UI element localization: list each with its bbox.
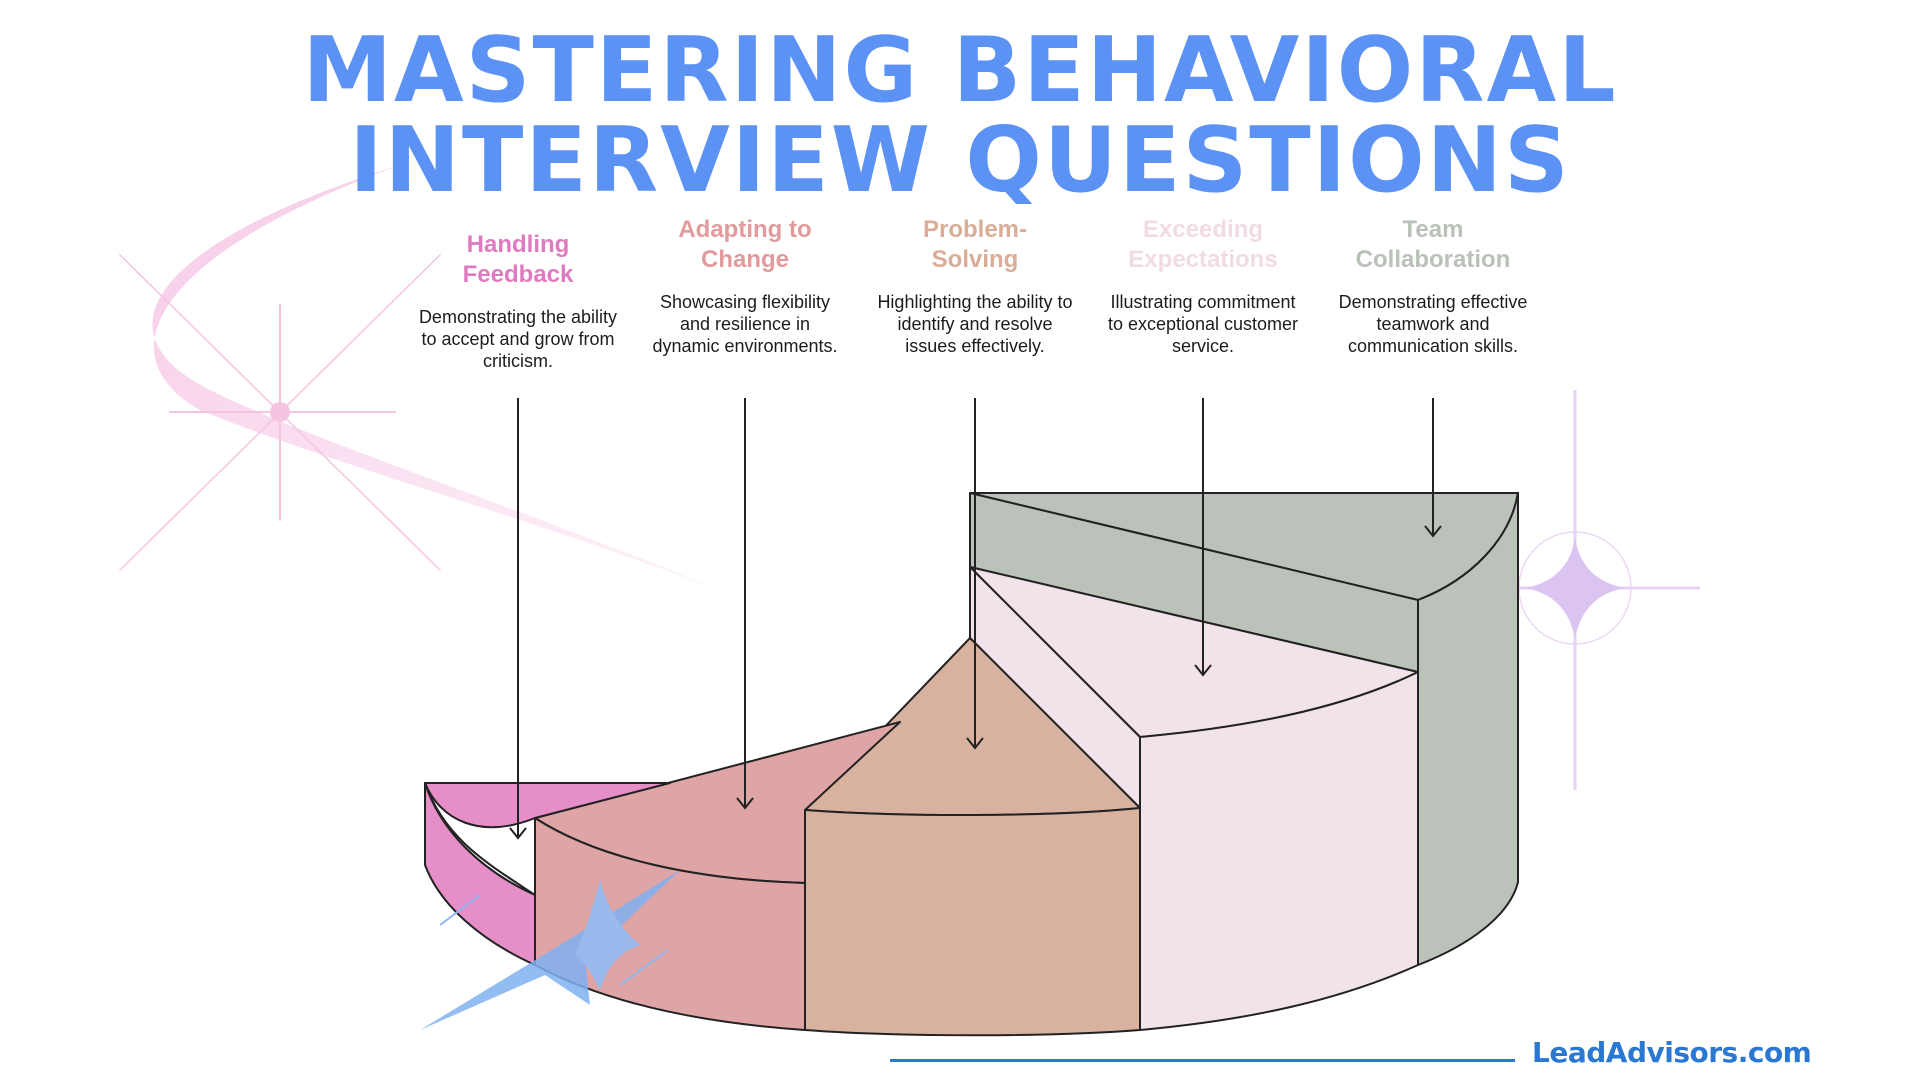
segment-description: Highlighting the ability to identify and…	[877, 292, 1073, 356]
arrow-adapting-to-change	[736, 398, 754, 810]
blue-sparkle-icon	[420, 870, 680, 1030]
label-adapting-to-change: Adapting to Change Showcasing flexibilit…	[645, 215, 845, 357]
pink-sparkle-icon	[119, 254, 441, 571]
title-line: MASTERING BEHAVIORAL	[302, 18, 1618, 123]
label-handling-feedback: Handling Feedback Demonstrating the abil…	[418, 230, 618, 372]
title-line: INTERVIEW QUESTIONS	[349, 108, 1571, 213]
slice-exceeding-expectations	[969, 566, 1419, 1031]
pie-outline	[424, 492, 1519, 1037]
pointer-arrows	[509, 398, 1442, 840]
arrow-handling-feedback	[509, 398, 527, 840]
segment-description: Demonstrating the ability to accept and …	[418, 307, 618, 371]
label-exceeding-expectations: Exceeding Expectations Illustrating comm…	[1103, 215, 1303, 357]
segment-heading: Team Collaboration	[1355, 216, 1511, 273]
segment-heading: Handling Feedback	[462, 231, 574, 288]
brand-link[interactable]: LeadAdvisors.com	[1532, 1036, 1812, 1069]
segment-heading: Problem-Solving	[922, 216, 1027, 273]
slice-problem-solving	[804, 637, 1141, 1037]
label-problem-solving: Problem-Solving Highlighting the ability…	[875, 215, 1075, 357]
arrow-team-collaboration	[1424, 398, 1442, 538]
arrow-problem-solving	[966, 398, 984, 750]
segment-description: Illustrating commitment to exceptional c…	[1107, 292, 1299, 356]
page-title: MASTERING BEHAVIORAL INTERVIEW QUESTIONS	[0, 26, 1920, 206]
slice-team-collaboration	[969, 492, 1519, 966]
label-team-collaboration: Team Collaboration Demonstrating effecti…	[1333, 215, 1533, 357]
segment-description: Demonstrating effective teamwork and com…	[1338, 292, 1528, 356]
segment-description: Showcasing flexibility and resilience in…	[652, 292, 838, 356]
segment-heading: Exceeding Expectations	[1128, 216, 1278, 273]
segment-heading: Adapting to Change	[678, 216, 812, 273]
decorative-swoosh	[152, 165, 720, 590]
arrow-exceeding-expectations	[1194, 398, 1212, 677]
brand-underline	[890, 1059, 1515, 1062]
